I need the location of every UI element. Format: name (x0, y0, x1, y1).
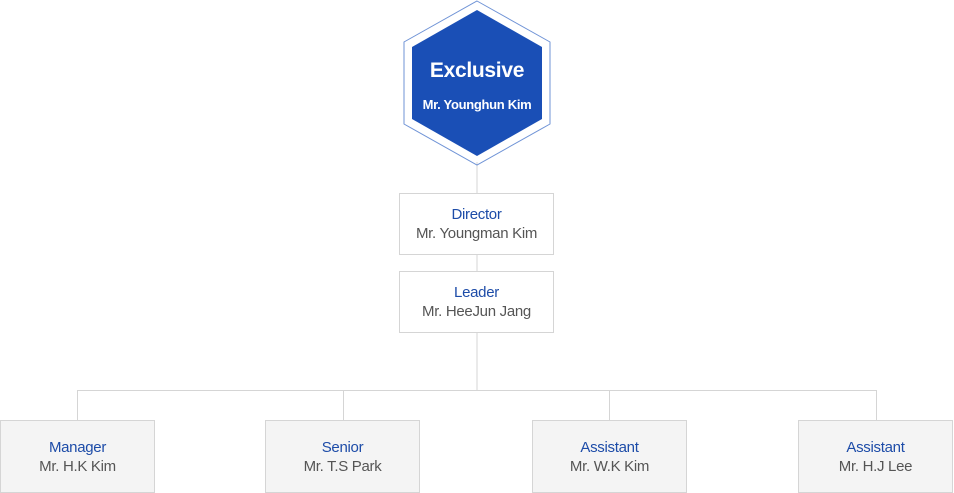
head-node: Exclusive Mr. Younghun Kim (402, 0, 552, 166)
staff-role: Manager (48, 438, 107, 456)
leader-node: Leader Mr. HeeJun Jang (399, 271, 554, 333)
hexagon-shape (403, 0, 551, 166)
staff-node-manager: Manager Mr. H.K Kim (0, 420, 155, 493)
head-role: Exclusive (429, 58, 525, 82)
leader-role: Leader (454, 284, 499, 301)
director-name: Mr. Youngman Kim (415, 225, 538, 242)
staff-node-senior: Senior Mr. T.S Park (265, 420, 420, 493)
staff-name: Mr. H.J Lee (838, 457, 913, 475)
head-name: Mr. Younghun Kim (422, 96, 532, 112)
leader-name: Mr. HeeJun Jang (422, 303, 531, 320)
staff-role: Senior (321, 438, 364, 456)
staff-name: Mr. H.K Kim (39, 457, 116, 475)
staff-node-assistant-2: Assistant Mr. H.J Lee (798, 420, 953, 493)
staff-role: Assistant (846, 438, 905, 456)
director-node: Director Mr. Youngman Kim (399, 193, 554, 255)
head-node-text: Exclusive Mr. Younghun Kim (402, 0, 552, 166)
staff-role: Assistant (580, 438, 639, 456)
director-role: Director (451, 206, 502, 223)
staff-name: Mr. T.S Park (303, 457, 382, 475)
staff-name: Mr. W.K Kim (569, 457, 650, 475)
staff-node-assistant-1: Assistant Mr. W.K Kim (532, 420, 687, 493)
